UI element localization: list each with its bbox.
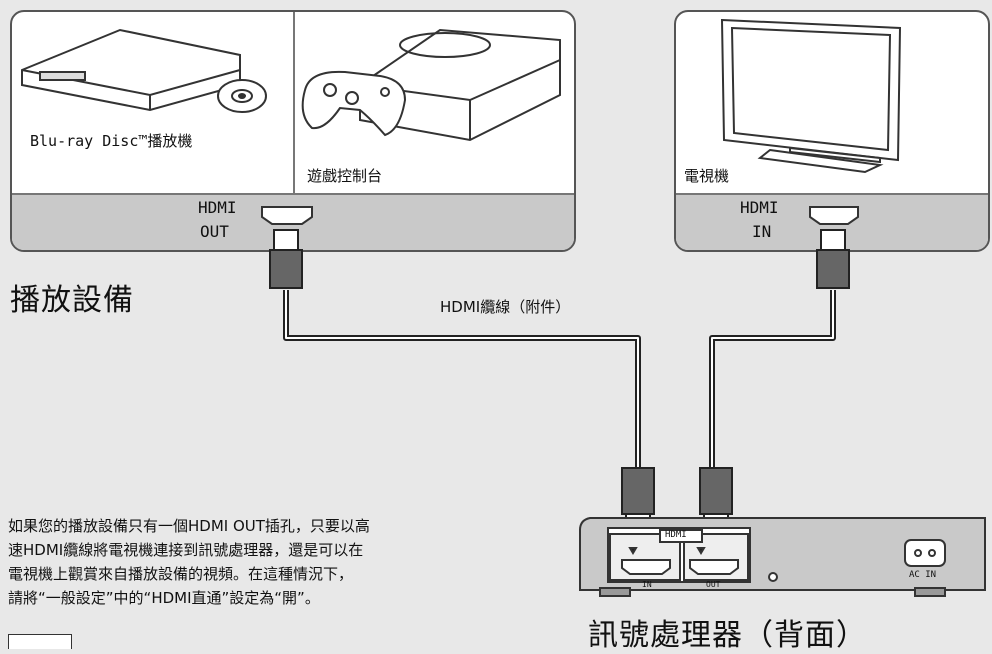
note-line: 速HDMI纜線將電視機連接到訊號處理器，還是可以在	[8, 541, 364, 559]
console-label: 遊戲控制台	[307, 167, 383, 185]
instruction-note: 如果您的播放設備只有一個HDMI OUT插孔，只要以高 速HDMI纜線將電視機連…	[8, 514, 478, 610]
hdmi-out-label-1: HDMI	[198, 198, 237, 217]
processor-ac-label: AC IN	[909, 570, 937, 580]
processor-in-label: IN	[642, 580, 652, 589]
game-console-icon	[359, 28, 561, 142]
processor-back-panel	[579, 517, 986, 597]
note-line: 請將“一般設定”中的“HDMI直通”設定為“開”。	[8, 589, 320, 607]
note-line: 電視機上觀賞來自播放設備的視頻。在這種情況下，	[8, 565, 354, 583]
hdmi-out-label-2: OUT	[200, 222, 229, 241]
hdmi-in-label-2: IN	[752, 222, 772, 241]
bluray-player-icon	[21, 28, 241, 112]
cable-label: HDMI纜線（附件）	[440, 298, 571, 316]
bluray-label: Blu-ray Disc™播放機	[30, 132, 193, 150]
hdmi-in-label-1: HDMI	[740, 198, 779, 217]
hdmi-cable-inner	[285, 290, 834, 468]
note-line: 如果您的播放設備只有一個HDMI OUT插孔，只要以高	[8, 517, 370, 535]
processor-title: 訊號處理器（背面）	[588, 618, 867, 653]
disc-icon	[217, 79, 267, 113]
panel-divider	[293, 12, 295, 193]
corner-marker	[8, 634, 72, 649]
hdmi-connector-icon	[269, 229, 850, 529]
tv-label: 電視機	[684, 167, 730, 185]
tv-icon	[720, 18, 902, 174]
processor-hdmi-tag: HDMI	[665, 530, 687, 540]
hdmi-out-socket-icon	[261, 206, 313, 225]
playback-device-title: 播放設備	[10, 283, 134, 318]
game-controller-icon	[301, 70, 407, 137]
hdmi-in-socket-icon	[809, 206, 859, 225]
processor-out-label: OUT	[706, 580, 721, 589]
